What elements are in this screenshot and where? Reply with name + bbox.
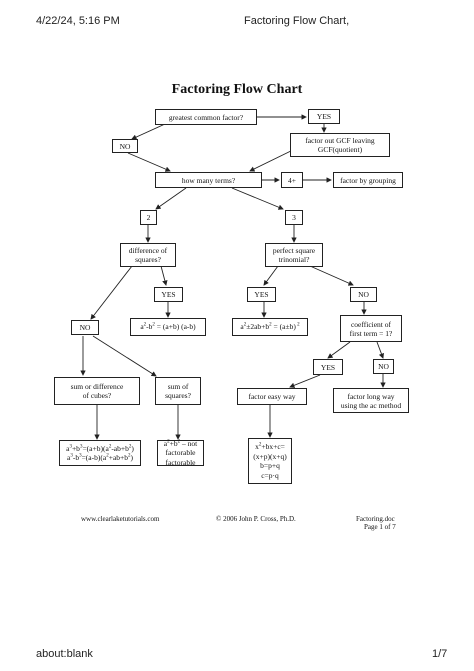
node-label-line: GCF(quotient) [317, 145, 363, 154]
node-coefficient-first-term: coefficient of first term = 1? [340, 315, 402, 342]
arrow-coeff-to-no [376, 341, 384, 359]
node-label: NO [79, 323, 91, 332]
node-label-line: sum of [167, 382, 189, 391]
arrow-perfect-to-no [309, 265, 354, 286]
document-footer-page: Page 1 of 7 [364, 523, 396, 531]
node-label-line: difference of [128, 246, 168, 255]
node-perfect-square-no: NO [350, 287, 377, 302]
node-four-plus: 4+ [281, 172, 303, 188]
arrow-terms-to-two [155, 187, 187, 210]
node-label-line: squares? [135, 255, 161, 264]
arrow-gcf-to-no [131, 123, 166, 140]
node-sum-squares-formula: a2+b2 – not factorable factorable [157, 438, 204, 467]
node-easy-way-formula: x2+bx+c= (x+p)(x+q) b=p+q c=p·q [248, 438, 292, 484]
document-title: Factoring Flow Chart [171, 82, 303, 97]
arrow-coeff-to-yes [327, 341, 351, 359]
node-label: 2 [146, 213, 151, 222]
arrow-no-to-terms [127, 152, 171, 172]
node-label: 4+ [288, 175, 296, 185]
node-label: NO [119, 141, 131, 151]
arrow-perfect-to-yes [263, 265, 279, 286]
node-label: YES [316, 112, 332, 121]
node-label-line: first term = 1? [349, 328, 393, 338]
document-footer-website: www.clearlaketutorials.com [81, 515, 160, 523]
node-gcf-no: NO [112, 139, 138, 153]
node-label-line: squares? [165, 391, 191, 400]
node-label-line: (x+p)(x+q) [253, 451, 287, 461]
node-diff-squares-no: NO [71, 320, 99, 335]
node-sum-of-squares: sum of squares? [155, 377, 201, 405]
node-label: factor easy way [248, 392, 296, 401]
node-gcf-question: greatest common factor? [155, 109, 257, 125]
node-two-terms: 2 [140, 210, 157, 225]
node-gcf-yes: YES [308, 109, 340, 124]
node-perfect-square-formula: a2±2ab+b2 = (a±b) 2 [232, 318, 308, 336]
node-label: 3 [292, 213, 296, 222]
arrow-terms-to-three [231, 187, 284, 210]
node-label-line: coefficient of [350, 319, 392, 329]
node-sum-diff-cubes: sum or difference of cubes? [54, 377, 140, 405]
node-diff-squares-formula: a2-b2 = (a+b) (a-b) [130, 318, 206, 336]
node-label: factor by grouping [340, 175, 396, 185]
node-label-line: factor out GCF leaving [305, 136, 375, 145]
node-label: YES [320, 362, 336, 372]
print-footer-url: about:blank [36, 648, 93, 660]
node-label-line: trinomial? [278, 255, 310, 264]
node-label-text: – not factorable [165, 438, 198, 458]
document-footer-copyright: © 2006 John P. Cross, Ph.D. [216, 515, 296, 523]
node-label: how many terms? [181, 175, 236, 185]
arrow-gcf-to-terms [249, 147, 298, 172]
node-perfect-square-trinomial: perfect square trinomial? [265, 243, 323, 267]
node-coefficient-yes: YES [313, 359, 343, 375]
node-coefficient-no: NO [373, 359, 394, 374]
print-header-title: Factoring Flow Chart, [244, 15, 350, 27]
print-header-datetime: 4/22/24, 5:16 PM [36, 15, 120, 27]
node-three-terms: 3 [285, 210, 303, 225]
node-label-line: c=p·q [261, 470, 279, 480]
document-footer-filename: Factoring.doc [356, 515, 395, 523]
node-diff-squares-yes: YES [154, 287, 183, 302]
node-perfect-square-yes: YES [247, 287, 276, 302]
node-difference-of-squares: difference of squares? [120, 243, 176, 267]
node-factor-out-gcf: factor out GCF leaving GCF(quotient) [290, 133, 390, 157]
arrow-diff-to-no [90, 265, 133, 320]
arrow-no-to-sumsquares [92, 335, 157, 377]
node-label: greatest common factor? [168, 112, 244, 122]
node-how-many-terms: how many terms? [155, 172, 262, 188]
arrow-diff-to-yes [160, 265, 168, 286]
node-label-line: sum or difference [70, 382, 124, 391]
node-factor-easy-way: factor easy way [237, 388, 307, 405]
print-footer-page-count: 1/7 [432, 648, 448, 660]
node-label: NO [378, 362, 389, 371]
node-label: YES [254, 290, 269, 299]
node-factor-long-way: factor long way using the ac method [333, 388, 409, 413]
node-cubes-formula: a3+b3=(a+b)(a2-ab+b2) a3-b3=(a-b)(a2+ab+… [59, 440, 141, 466]
node-label: NO [358, 290, 369, 299]
arrow-yes-to-easy [289, 374, 321, 388]
node-label-line: perfect square [272, 246, 316, 255]
node-label: YES [161, 290, 176, 299]
node-label-line: using the ac method [340, 400, 402, 410]
node-factor-by-grouping: factor by grouping [333, 172, 403, 188]
node-label-line: factor long way [347, 391, 395, 401]
node-label-line: of cubes? [82, 391, 112, 400]
node-label-line: b=p+q [260, 461, 280, 470]
